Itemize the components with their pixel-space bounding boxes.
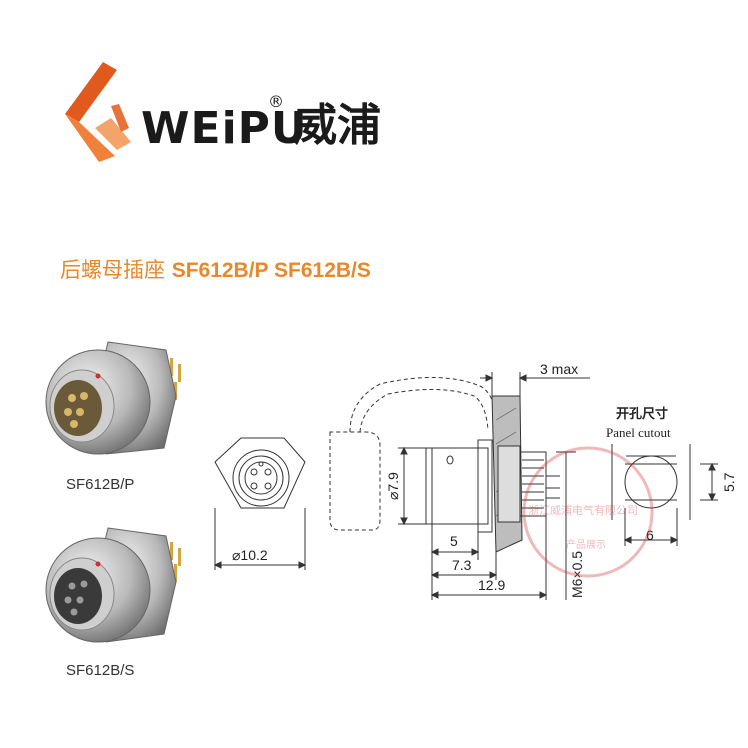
- watermark-note: 产品展示: [566, 538, 606, 551]
- dim-thread: M6×0.5: [569, 551, 585, 598]
- cutout-title-en: Panel cutout: [606, 425, 671, 440]
- dim-front-diameter: ⌀10.2: [232, 547, 268, 563]
- cutout-title-cn: 开孔尺寸: [616, 406, 668, 422]
- cutout-width: 6: [646, 527, 654, 543]
- dim-7-3: 7.3: [452, 557, 472, 573]
- registered-mark: ®: [268, 92, 284, 111]
- watermark-company: 浙江威浦电气有限公司: [528, 503, 638, 517]
- dim-5: 5: [450, 533, 458, 549]
- watermark-stamp: 浙江威浦电气有限公司 产品展示: [522, 446, 654, 578]
- caption-female: SF612B/S: [66, 662, 135, 679]
- product-title: 后螺母插座 SF612B/P SF612B/S: [60, 254, 371, 284]
- product-photo-female: [45, 527, 181, 643]
- product-title-models: SF612B/P SF612B/S: [171, 259, 371, 282]
- caption-male: SF612B/P: [66, 476, 135, 493]
- cutout-height: 5.7: [721, 472, 737, 492]
- dim-3-max: 3 max: [540, 361, 578, 377]
- dim-body-diameter: ⌀7.9: [385, 472, 401, 500]
- front-view-outer-circle: [232, 449, 290, 507]
- brand-logo-icon: [65, 62, 131, 162]
- front-view-hex: [214, 437, 306, 509]
- brand-chinese-name: 威浦: [293, 100, 381, 151]
- product-title-cn: 后螺母插座: [60, 258, 165, 282]
- brand-wordmark: WEiPU: [141, 103, 308, 154]
- dim-12-9: 12.9: [478, 577, 505, 593]
- product-photo-male: [45, 341, 181, 455]
